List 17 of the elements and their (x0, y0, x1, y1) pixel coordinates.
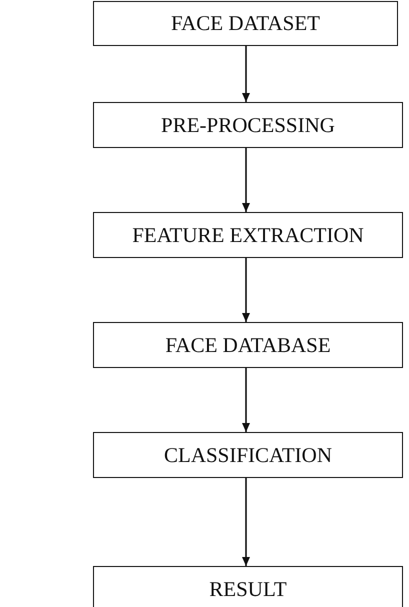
arrow (242, 478, 250, 566)
arrow (242, 46, 250, 102)
process-box (93, 322, 403, 368)
box-label: FACE DATABASE (165, 332, 331, 358)
box-label: CLASSIFICATION (164, 442, 332, 468)
arrow (242, 258, 250, 322)
arrow (242, 148, 250, 212)
process-box (93, 102, 403, 148)
arrow (242, 368, 250, 432)
box-label: FACE DATASET (170, 11, 320, 36)
box-label: FEATURE EXTRACTION (132, 222, 364, 248)
process-box (93, 212, 403, 258)
process-box (93, 432, 403, 478)
box-label: RESULT (209, 576, 287, 602)
process-box (93, 1, 398, 46)
box-label: PRE-PROCESSING (161, 112, 335, 138)
process-box (93, 566, 403, 607)
